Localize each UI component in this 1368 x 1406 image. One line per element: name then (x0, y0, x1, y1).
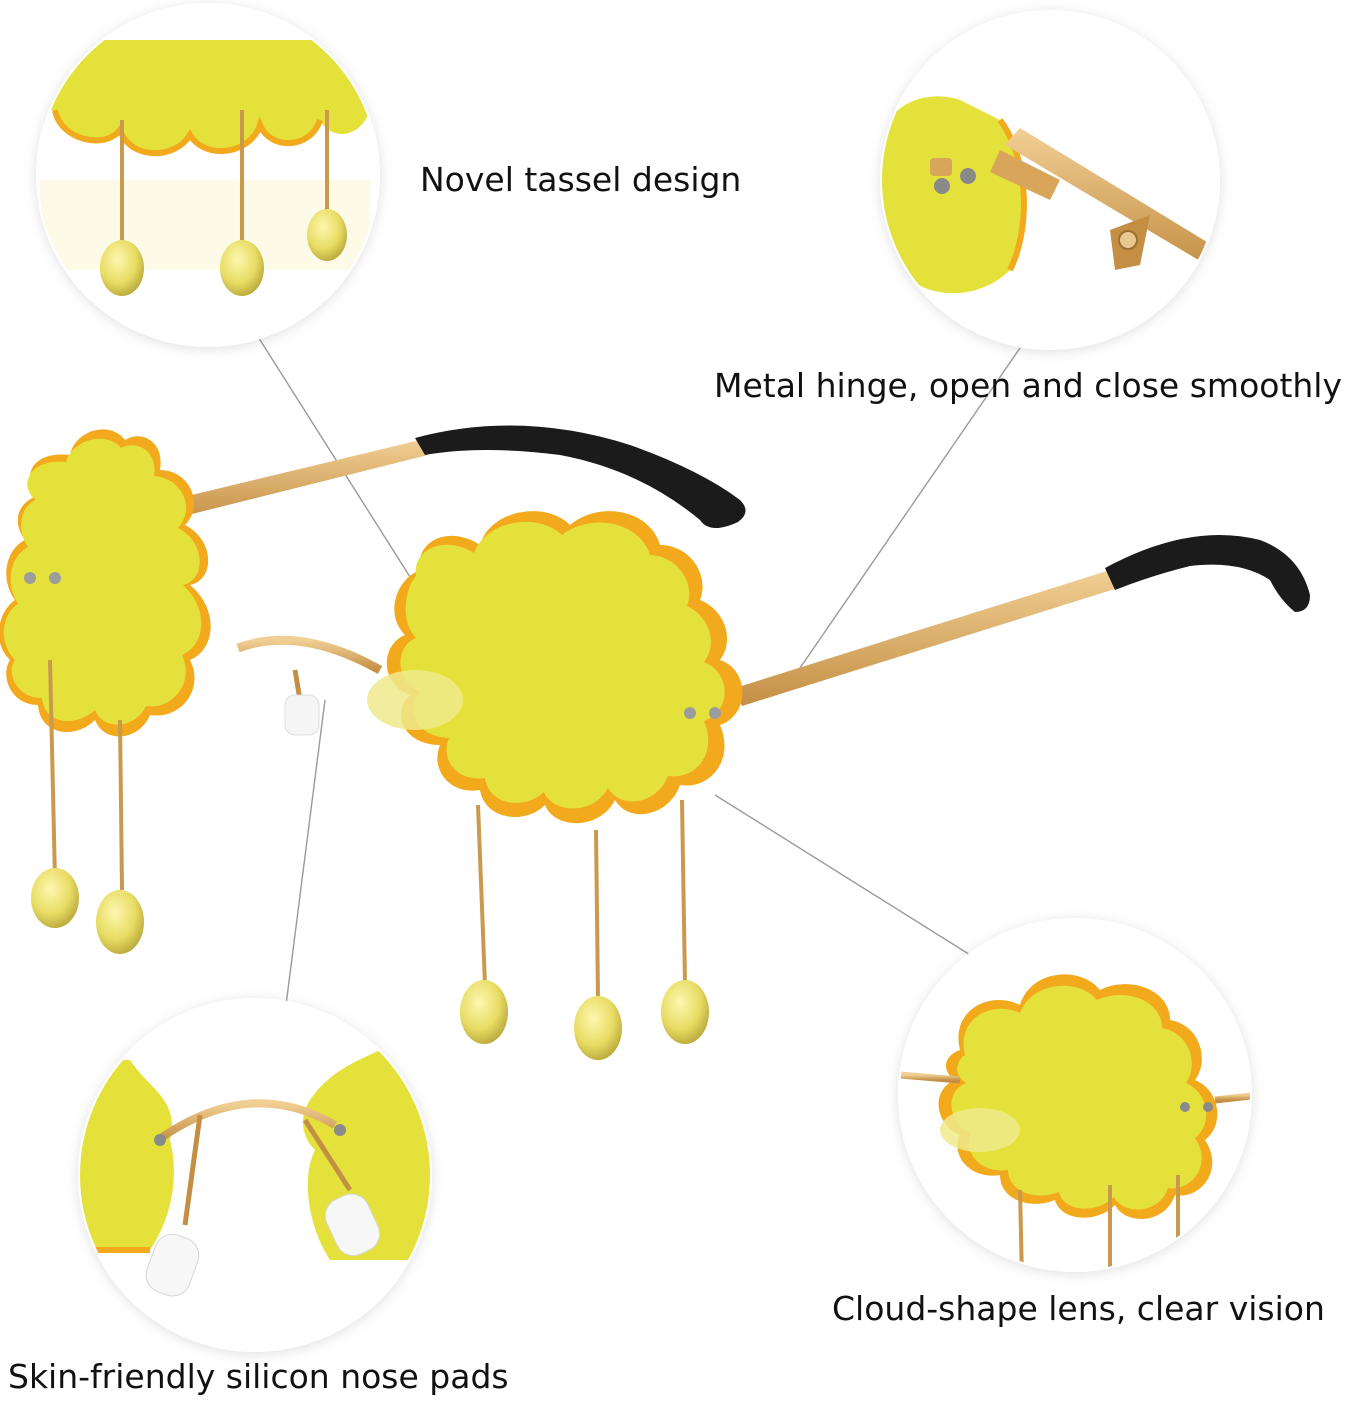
caption-hinge: Metal hinge, open and close smoothly (714, 366, 1342, 405)
nose-pad-icon (284, 694, 320, 736)
sunglasses-main (0, 425, 1310, 1060)
detail-bubble-tassel (36, 3, 380, 347)
caption-nose-pads: Skin-friendly silicon nose pads (8, 1357, 509, 1396)
temple-tip-front (1105, 534, 1310, 612)
temple-tip-back (415, 425, 746, 529)
cloud-lens-icon (386, 511, 743, 824)
caption-tassel: Novel tassel design (420, 160, 742, 199)
bridge (236, 635, 383, 674)
tassel-drop-icon (476, 799, 687, 1001)
tassel-drop-icon (48, 659, 124, 891)
detail-bubble-lens (898, 918, 1252, 1272)
hinge-icon (930, 128, 1218, 270)
detail-bubble-hinge (880, 10, 1220, 350)
detail-bubble-nose-pads (78, 998, 432, 1352)
caption-lens: Cloud-shape lens, clear vision (832, 1289, 1325, 1328)
cloud-lens-icon (0, 429, 211, 737)
